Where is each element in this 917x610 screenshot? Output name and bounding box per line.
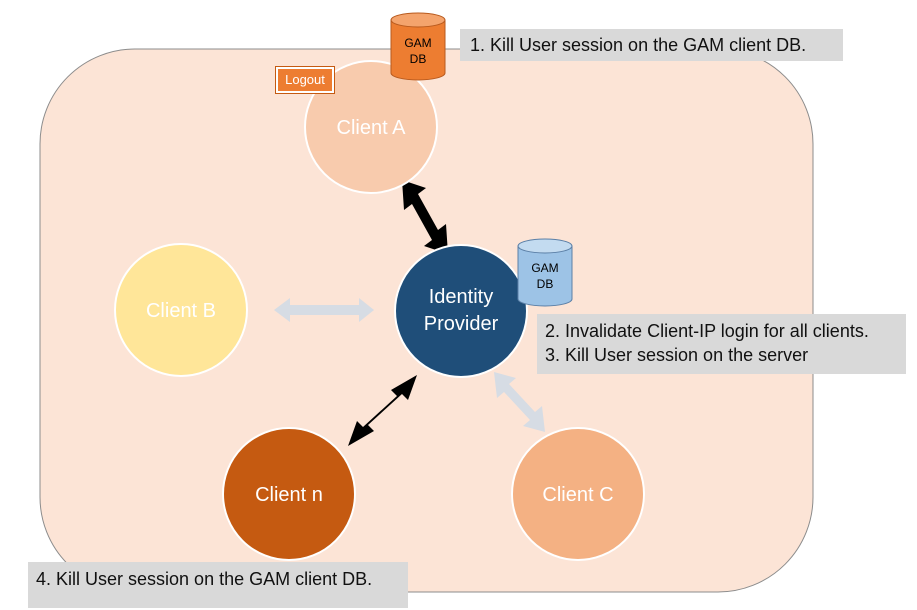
server-db-label-line1: GAM (531, 261, 558, 275)
arrow-idp-client-c (494, 372, 545, 432)
client-b-label: Client B (146, 300, 216, 322)
arrow-client-a-idp (402, 180, 448, 254)
server-db-label-line2: DB (537, 277, 554, 291)
identity-provider-label-line2: Provider (424, 313, 499, 335)
identity-provider-node: Identity Provider (394, 244, 528, 378)
arrow-client-b-idp (274, 298, 374, 322)
client-a-node: Client A (304, 60, 438, 194)
client-c-label: Client C (542, 484, 613, 506)
note-step3-text: 3. Kill User session on the server (545, 345, 809, 365)
note-step2-text: 2. Invalidate Client-IP login for all cl… (545, 321, 869, 341)
logout-button[interactable]: Logout (275, 66, 335, 94)
note-step4: 4. Kill User session on the GAM client D… (28, 562, 408, 608)
note-step1-text: 1. Kill User session on the GAM client D… (470, 35, 807, 55)
client-a-label: Client A (337, 117, 407, 139)
client-db-cylinder-icon: GAM DB (390, 12, 446, 81)
note-steps-2-3: 2. Invalidate Client-IP login for all cl… (537, 314, 906, 374)
arrow-idp-client-n (348, 375, 417, 446)
note-step4-text: 4. Kill User session on the GAM client D… (36, 569, 373, 589)
client-db-label-line2: DB (410, 52, 427, 66)
client-b-node: Client B (114, 243, 248, 377)
note-step1: 1. Kill User session on the GAM client D… (460, 29, 843, 61)
client-n-label: Client n (255, 484, 323, 506)
identity-provider-label-line1: Identity (429, 286, 493, 308)
server-db-cylinder-icon: GAM DB (517, 238, 573, 307)
client-c-node: Client C (511, 427, 645, 561)
client-n-node: Client n (222, 427, 356, 561)
client-db-label-line1: GAM (404, 36, 431, 50)
